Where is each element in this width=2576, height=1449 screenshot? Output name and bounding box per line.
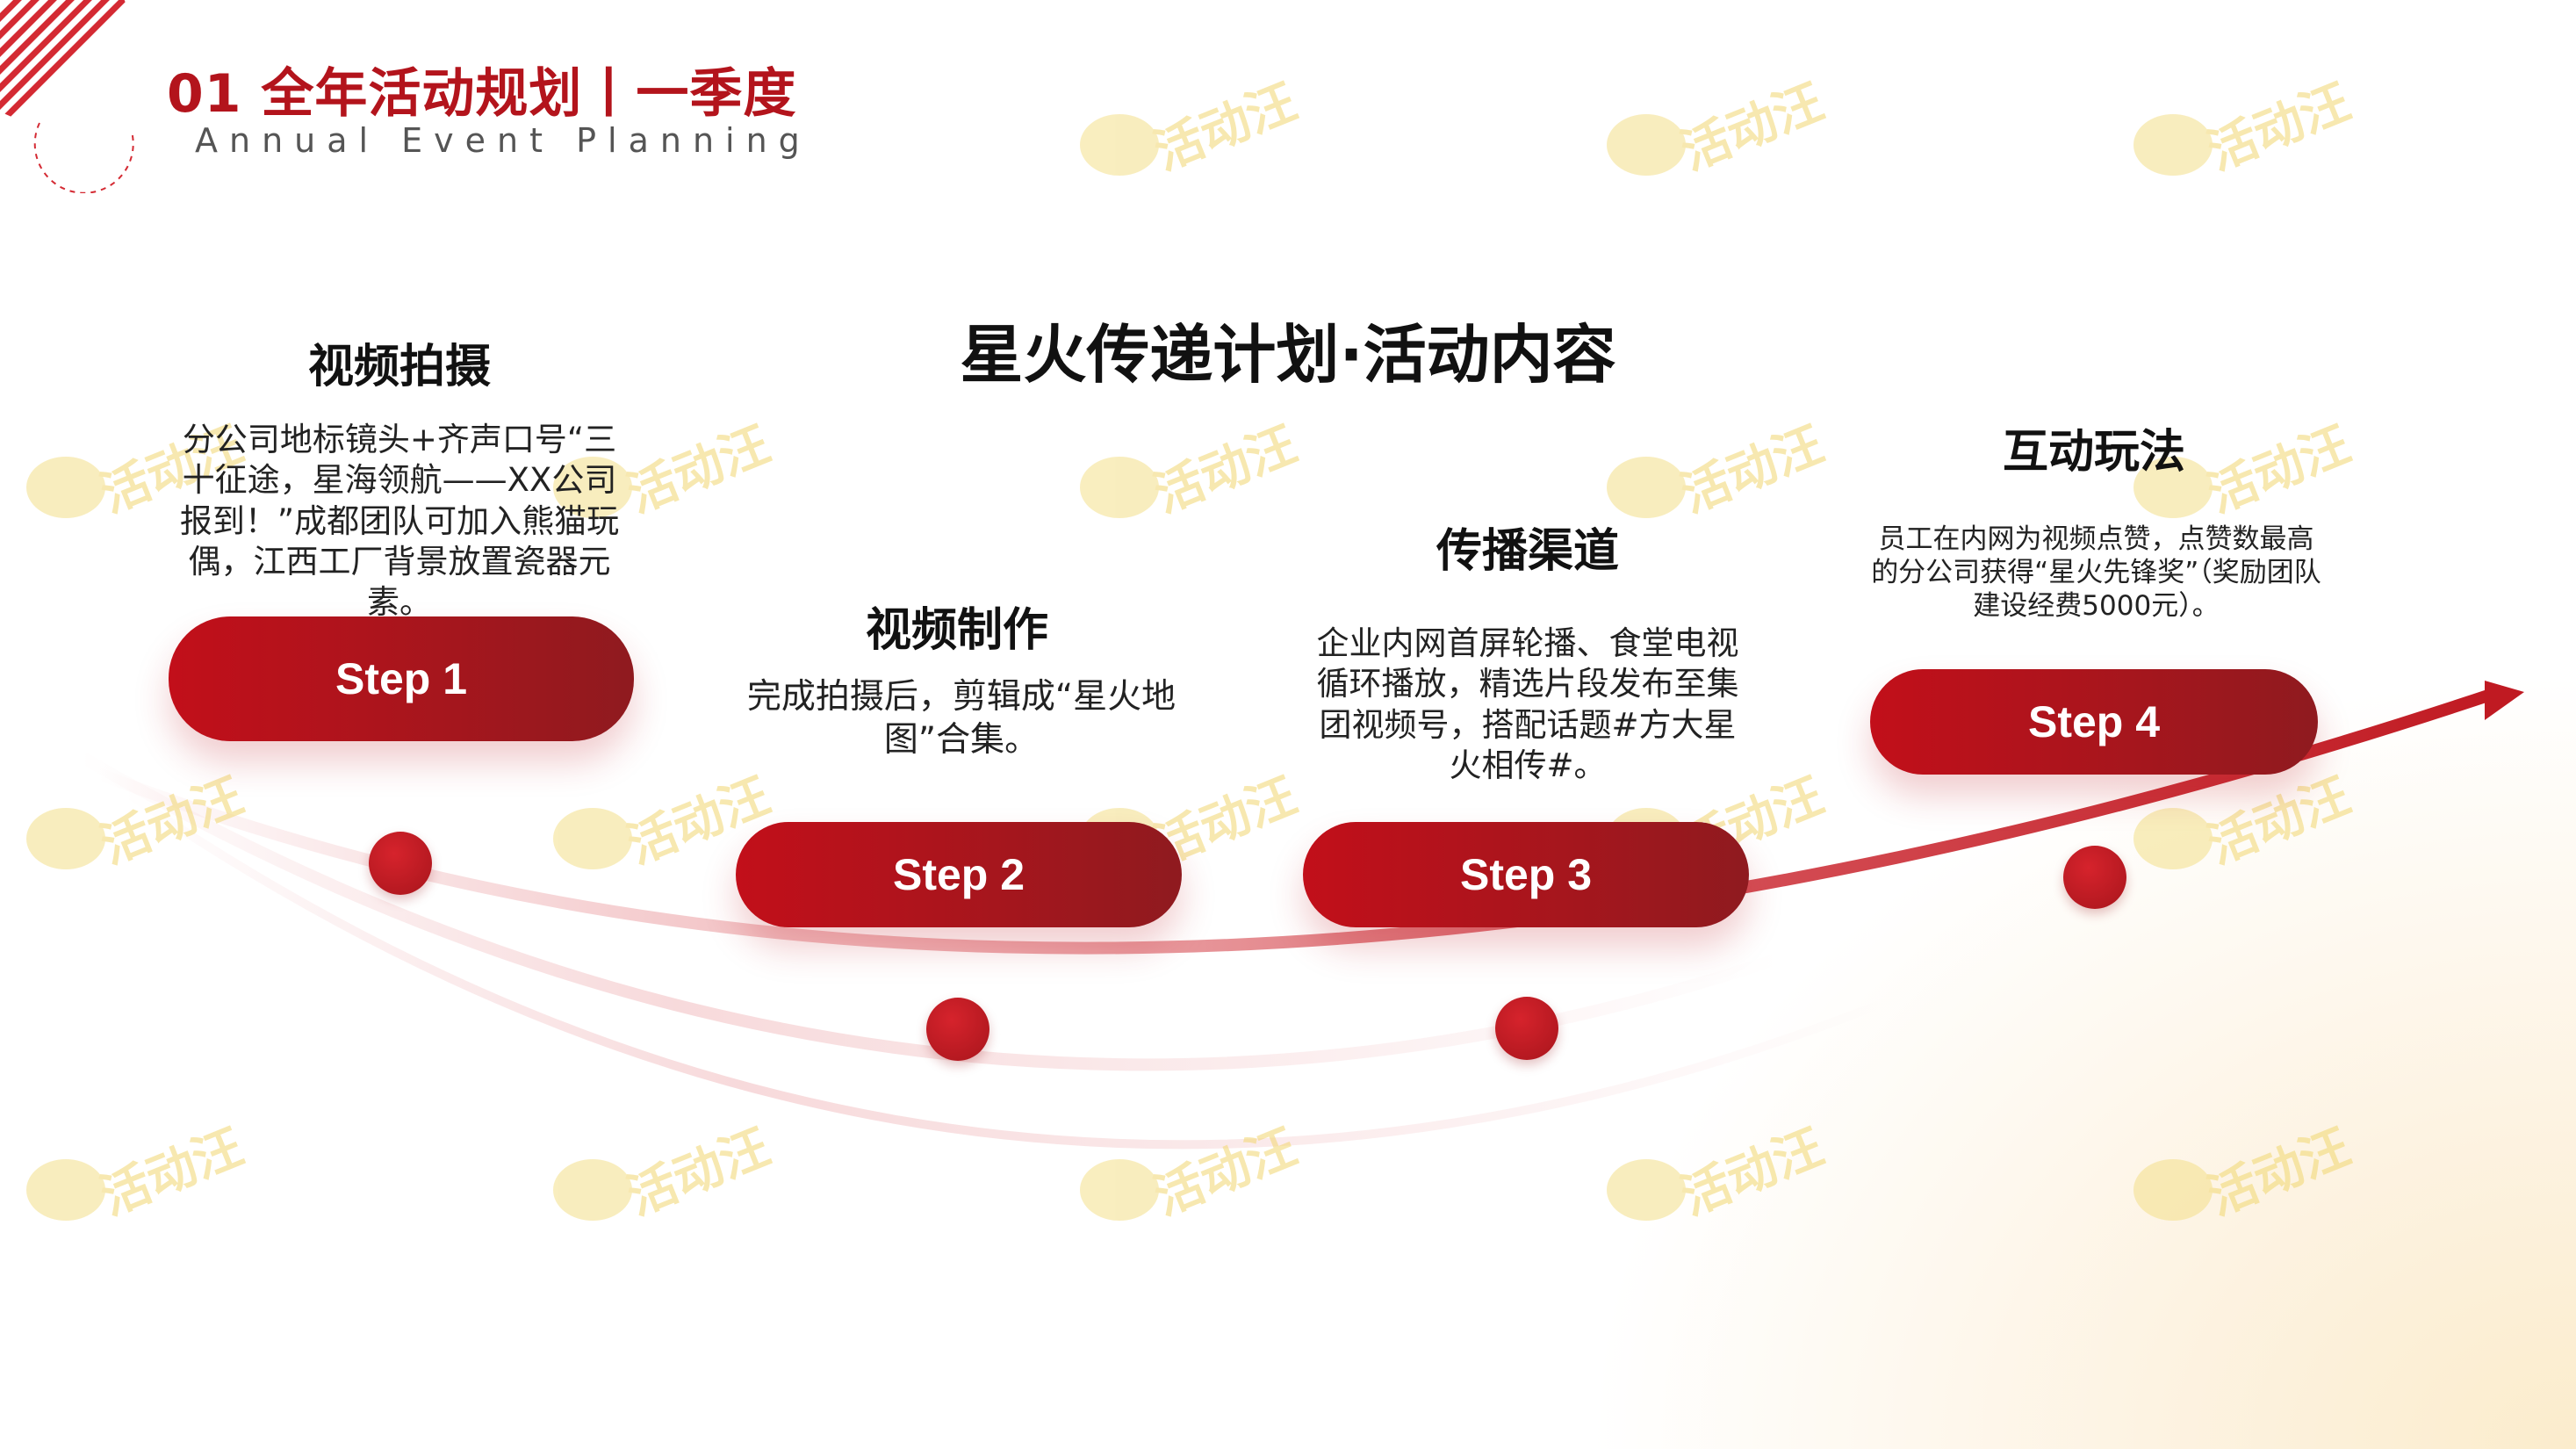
step-2-heading: 视频制作 — [865, 604, 1048, 657]
watermark-logo: 活动汪 — [1607, 413, 1831, 524]
step-2-pill: Step 2 — [736, 822, 1182, 927]
watermark-logo: 活动汪 — [1080, 413, 1305, 524]
watermark-logo: 活动汪 — [1607, 70, 1831, 182]
step-1-label: Step 1 — [335, 654, 468, 703]
watermark-logo: 活动汪 — [26, 1115, 251, 1227]
watermark-logo: 活动汪 — [553, 764, 778, 876]
step-2-dot — [926, 998, 989, 1061]
watermark-logo: 活动汪 — [553, 1115, 778, 1227]
step-1-heading: 视频拍摄 — [307, 341, 491, 393]
arrow-head-icon — [2485, 681, 2524, 720]
step-4-pill: Step 4 — [1870, 669, 2318, 775]
step-2-description: 完成拍摄后，剪辑成“星火地图”合集。 — [746, 677, 1176, 760]
step-3-description: 企业内网首屏轮播、食堂电视循环播放，精选片段发布至集团视频号，搭配话题#方大星火… — [1316, 624, 1739, 784]
step-1-pill: Step 1 — [169, 616, 634, 741]
step-2-label: Step 2 — [892, 850, 1025, 899]
watermark-logo: 活动汪 — [26, 764, 251, 876]
faint-curve — [120, 786, 1889, 1150]
watermark-logo: 活动汪 — [1080, 1115, 1305, 1227]
step-3-heading: 传播渠道 — [1436, 525, 1619, 578]
step-1-description: 分公司地标镜头+齐声口号“三十征途，星海领航——XX公司报到！”成都团队可加入熊… — [179, 421, 620, 621]
step-4-description: 员工在内网为视频点赞，点赞数最高的分公司获得“星火先锋奖”（奖励团队建设经费50… — [1871, 523, 2321, 622]
watermark-logo: 活动汪 — [2133, 413, 2358, 524]
main-title: 星火传递计划·活动内容 — [960, 318, 1616, 392]
corner-decoration — [0, 0, 134, 193]
watermark-logo: 活动汪 — [2133, 70, 2358, 182]
step-3-dot — [1495, 997, 1558, 1060]
watermark-logo: 活动汪 — [1607, 1115, 1831, 1227]
step-4-heading: 互动玩法 — [2002, 426, 2185, 479]
step-4-label: Step 4 — [2027, 697, 2161, 746]
watermark-logo: 活动汪 — [26, 413, 251, 524]
header-title: 01 全年活动规划丨一季度 — [167, 63, 797, 125]
header-subtitle: Annual Event Planning — [195, 121, 811, 160]
watermark-logo: 活动汪 — [2133, 764, 2358, 876]
watermark-logo: 活动汪 — [2133, 1115, 2358, 1227]
step-1-dot — [369, 832, 432, 895]
step-4-dot — [2063, 846, 2126, 909]
step-3-pill: Step 3 — [1303, 822, 1749, 927]
watermark-logo: 活动汪 — [553, 413, 778, 524]
step-3-label: Step 3 — [1459, 850, 1593, 899]
watermark-logo: 活动汪 — [1080, 70, 1305, 182]
